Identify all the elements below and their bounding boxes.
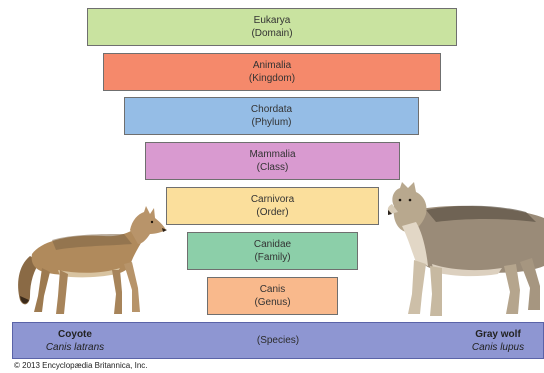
copyright-notice: © 2013 Encyclopædia Britannica, Inc. [14, 361, 148, 370]
level-rank: (Order) [256, 206, 288, 219]
level-name: Canis [260, 283, 286, 296]
gray-wolf-illustration [386, 182, 544, 320]
wolf-scientific-name: Canis lupus [463, 341, 533, 354]
level-kingdom: Animalia (Kingdom) [103, 53, 441, 91]
level-rank: (Domain) [251, 27, 292, 40]
level-genus: Canis (Genus) [207, 277, 338, 315]
level-name: Eukarya [254, 14, 291, 27]
level-order: Carnivora (Order) [166, 187, 379, 225]
level-rank: (Class) [257, 161, 289, 174]
level-rank: (Genus) [254, 296, 290, 309]
wolf-common-name: Gray wolf [463, 328, 533, 341]
coyote-illustration [12, 204, 170, 320]
level-domain: Eukarya (Domain) [87, 8, 457, 46]
level-name: Mammalia [249, 148, 295, 161]
level-class: Mammalia (Class) [145, 142, 400, 180]
level-name: Animalia [253, 59, 291, 72]
level-rank: (Phylum) [251, 116, 291, 129]
level-rank: (Kingdom) [249, 72, 295, 85]
level-name: Chordata [251, 103, 292, 116]
level-species: Coyote Canis latrans (Species) Gray wolf… [12, 322, 544, 359]
level-phylum: Chordata (Phylum) [124, 97, 419, 135]
wolf-label: Gray wolf Canis lupus [463, 328, 533, 354]
level-family: Canidae (Family) [187, 232, 358, 270]
level-name: Canidae [254, 238, 291, 251]
level-name: Carnivora [251, 193, 294, 206]
level-rank: (Family) [254, 251, 290, 264]
